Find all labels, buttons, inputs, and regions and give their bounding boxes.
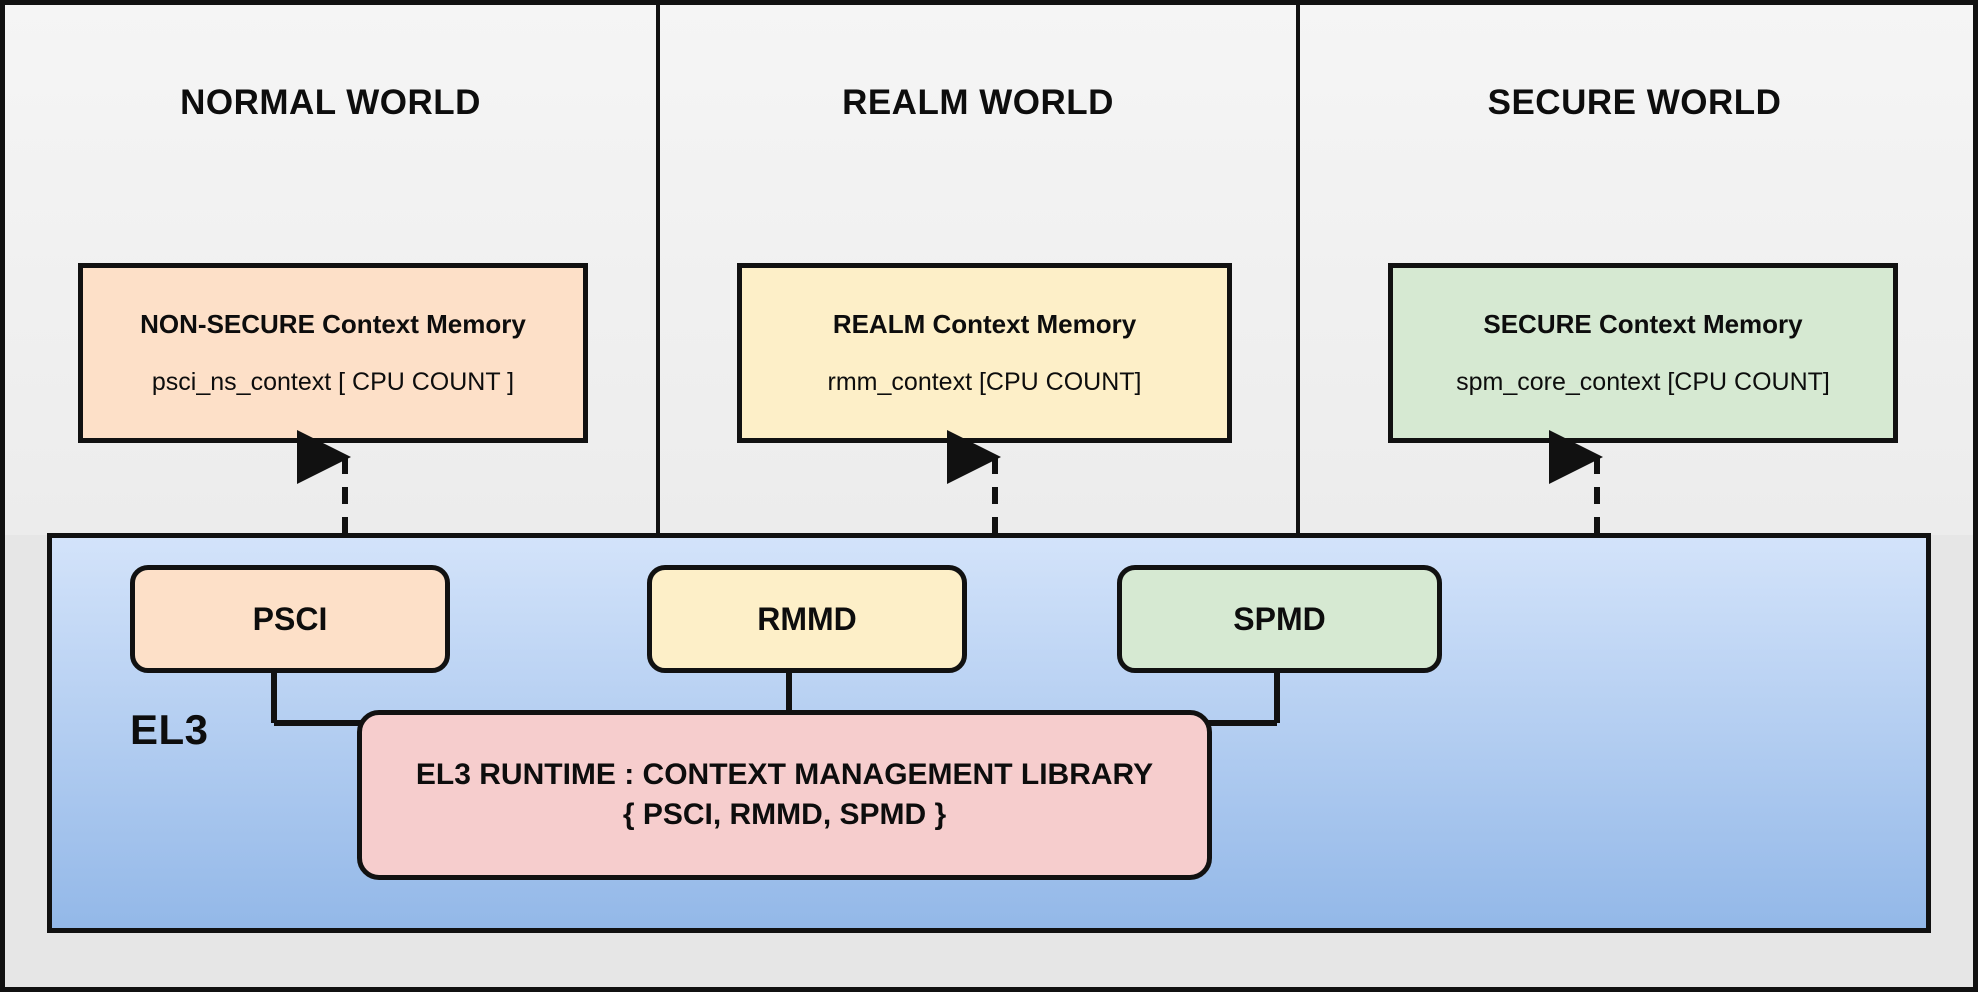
- el3-panel: EL3 PSCI RMMD SPMD EL3 RUNTIME : CONTEXT…: [47, 533, 1931, 933]
- dispatcher-box-rmmd[interactable]: RMMD: [647, 565, 967, 673]
- context-memory-subtitle-realm: rmm_context [CPU COUNT]: [827, 368, 1142, 396]
- world-title-normal: NORMAL WORLD: [180, 83, 481, 122]
- context-memory-subtitle-secure: spm_core_context [CPU COUNT]: [1456, 368, 1830, 396]
- runtime-library-line-2: { PSCI, RMMD, SPMD }: [622, 798, 947, 831]
- world-title-realm: REALM WORLD: [842, 83, 1114, 122]
- dispatcher-box-spmd[interactable]: SPMD: [1117, 565, 1442, 673]
- context-memory-title-secure: SECURE Context Memory: [1483, 309, 1803, 339]
- context-memory-title-realm: REALM Context Memory: [832, 309, 1137, 339]
- dispatcher-box-psci[interactable]: PSCI: [130, 565, 450, 673]
- context-memory-box-secure: SECURE Context Memory spm_core_context […: [1388, 263, 1898, 443]
- world-panel-realm: REALM WORLD REALM Context Memory rmm_con…: [660, 5, 1300, 535]
- runtime-library-line-1: EL3 RUNTIME : CONTEXT MANAGEMENT LIBRARY: [415, 758, 1154, 792]
- world-panel-secure: SECURE WORLD SECURE Context Memory spm_c…: [1300, 5, 1969, 535]
- context-memory-title-non-secure: NON-SECURE Context Memory: [140, 309, 526, 339]
- world-panel-normal: NORMAL WORLD NON-SECURE Context Memory p…: [5, 5, 660, 535]
- context-memory-box-realm: REALM Context Memory rmm_context [CPU CO…: [737, 263, 1232, 443]
- world-title-secure: SECURE WORLD: [1487, 83, 1782, 122]
- context-memory-subtitle-non-secure: psci_ns_context [ CPU COUNT ]: [151, 368, 515, 396]
- el3-label: EL3: [130, 706, 209, 753]
- context-memory-box-non-secure: NON-SECURE Context Memory psci_ns_contex…: [78, 263, 588, 443]
- el3-runtime-library-box[interactable]: EL3 RUNTIME : CONTEXT MANAGEMENT LIBRARY…: [357, 710, 1212, 880]
- worlds-strip: NORMAL WORLD NON-SECURE Context Memory p…: [5, 5, 1973, 535]
